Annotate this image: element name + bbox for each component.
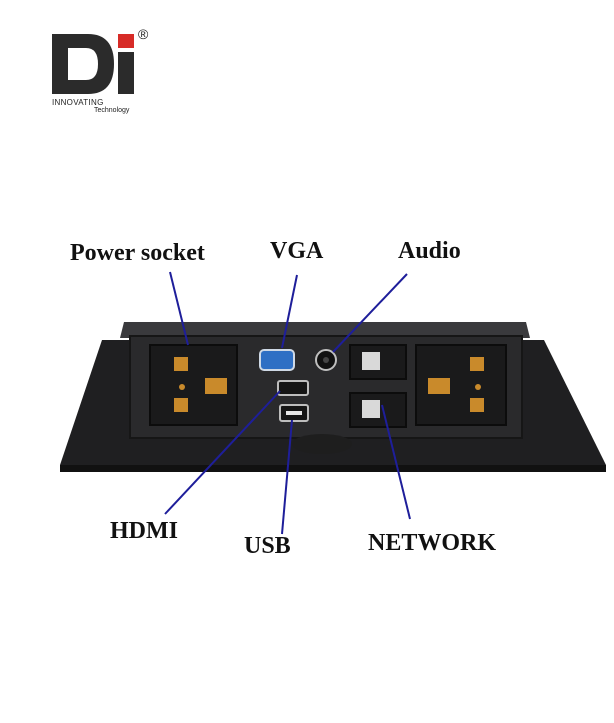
logo-mark <box>52 34 134 94</box>
brand-logo: ® INNOVATING Technology <box>48 26 168 118</box>
label-hdmi: HDMI <box>110 518 178 544</box>
label-usb: USB <box>244 533 291 559</box>
logo-tagline-2: Technology <box>94 107 130 114</box>
registered-mark: ® <box>138 26 149 42</box>
leader-lines <box>164 271 411 535</box>
hdmi-port <box>277 380 309 396</box>
vga-port <box>259 349 295 371</box>
logo-tagline-1: INNOVATING <box>52 98 104 107</box>
label-audio: Audio <box>398 238 461 264</box>
label-network: NETWORK <box>368 530 497 556</box>
label-vga: VGA <box>270 238 324 264</box>
label-power-socket: Power socket <box>70 240 205 266</box>
